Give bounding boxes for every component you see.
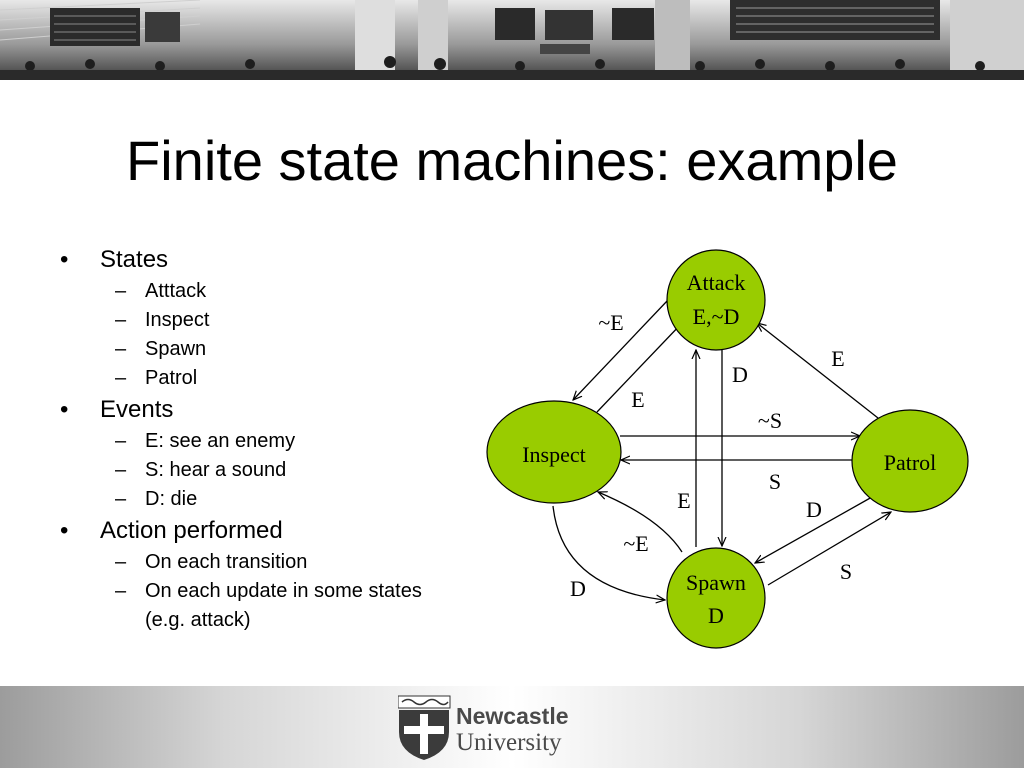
slide-title: Finite state machines: example <box>126 129 898 192</box>
edge-patrol-to-spawn <box>755 496 873 563</box>
edge-inspect-to-attack <box>596 322 683 413</box>
state-patrol-node <box>851 409 969 513</box>
bullet-events: Events E: see an enemy S: hear a sound D… <box>60 393 460 514</box>
logo-newcastle-text: Newcastle <box>456 703 569 729</box>
logo-university-text: University <box>456 729 562 756</box>
sub-bullet: On each update in some states (e.g. atta… <box>100 577 460 635</box>
edge-label: S <box>840 559 852 584</box>
edge-label: D <box>732 362 748 387</box>
state-inspect-node <box>486 400 622 504</box>
attack-actions-label: E,~D <box>693 304 740 329</box>
edge-label: ~E <box>598 310 623 335</box>
sub-bullet: Inspect <box>100 306 460 335</box>
sub-bullet: E: see an enemy <box>100 427 460 456</box>
edge-label: E <box>631 387 644 412</box>
bullet-list: States Atttack Inspect Spawn Patrol Even… <box>60 243 460 635</box>
edge-label: S <box>769 469 781 494</box>
edge-label: ~E <box>623 531 648 556</box>
edge-attack-to-inspect <box>573 299 669 400</box>
airport-hall-photo <box>0 0 1024 80</box>
edge-patrol-to-attack <box>757 323 879 419</box>
spawn-label: Spawn <box>686 570 746 595</box>
inspect-label: Inspect <box>522 442 586 467</box>
university-logo: Newcastle University <box>398 695 569 760</box>
state-attack-node <box>666 249 766 351</box>
edge-label: ~S <box>758 408 782 433</box>
bullet-text: States <box>100 246 169 273</box>
edge-label: D <box>570 576 586 601</box>
edge-spawn-to-patrol <box>767 512 891 586</box>
edge-inspect-to-spawn <box>552 505 665 600</box>
bullet-text: Events <box>100 396 174 423</box>
sub-bullet: D: die <box>100 485 460 514</box>
edge-label: E <box>677 488 690 513</box>
crest-icon <box>398 695 451 760</box>
sub-bullet: On each transition <box>100 548 460 577</box>
patrol-label: Patrol <box>884 450 937 475</box>
sub-bullet: Patrol <box>100 364 460 393</box>
state-spawn-node <box>666 547 766 649</box>
sub-bullet: Spawn <box>100 335 460 364</box>
edge-label: E <box>831 346 844 371</box>
bullet-action: Action performed On each transition On e… <box>60 514 460 635</box>
spawn-actions-label: D <box>708 603 724 628</box>
attack-label: Attack <box>687 270 746 295</box>
state-machine-diagram: Attack E,~D Inspect Patrol Spawn D ~E E … <box>486 249 969 649</box>
edge-label: D <box>806 497 822 522</box>
edge-spawn-to-inspect <box>598 492 683 553</box>
header-photo-banner <box>0 0 1024 80</box>
footer-band <box>0 686 1024 768</box>
bullet-text: Action performed <box>100 517 283 544</box>
sub-bullet: S: hear a sound <box>100 456 460 485</box>
sub-bullet: Atttack <box>100 277 460 306</box>
bullet-states: States Atttack Inspect Spawn Patrol <box>60 243 460 393</box>
